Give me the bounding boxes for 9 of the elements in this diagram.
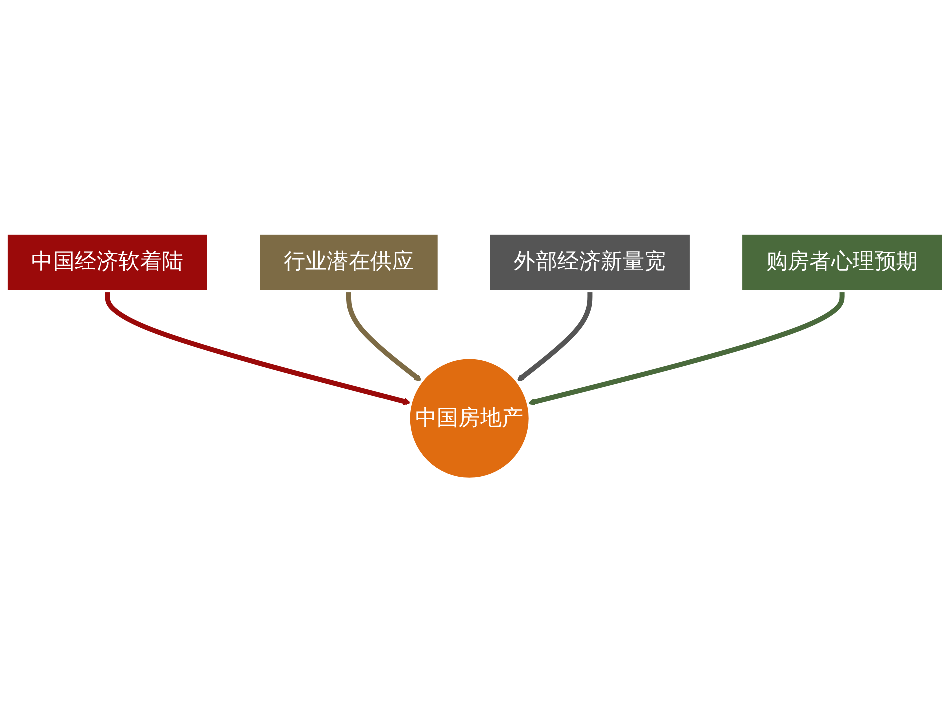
arrow — [517, 291, 593, 382]
node-box: 中国经济软着陆 — [5, 232, 210, 293]
arrow — [105, 291, 412, 406]
arrow — [346, 291, 422, 382]
node-circle: 中国房地产 — [408, 356, 532, 480]
node-box: 外部经济新量宽 — [488, 232, 692, 293]
node-box: 行业潜在供应 — [258, 232, 440, 293]
arrow — [528, 291, 845, 406]
node-box: 购房者心理预期 — [740, 232, 945, 293]
